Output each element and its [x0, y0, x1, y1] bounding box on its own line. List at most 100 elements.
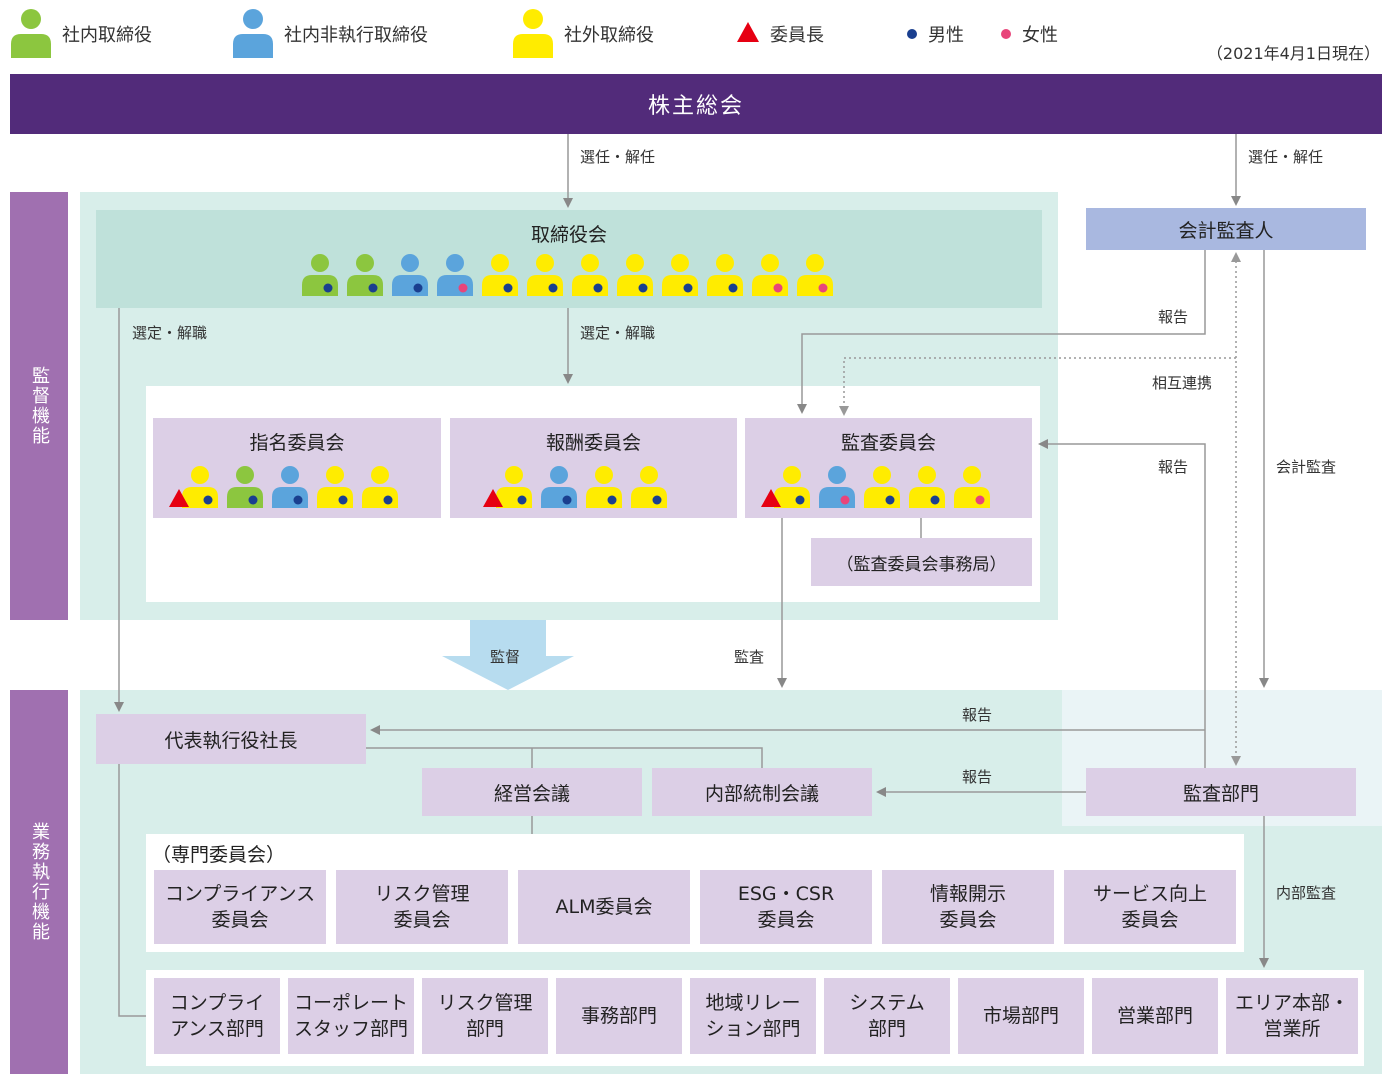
person-yellow-icon: [525, 252, 565, 296]
dept-risk: リスク管理部門: [422, 978, 548, 1054]
dotted-to-audit-committee: [843, 357, 1236, 412]
dept-line: コンプライ: [169, 992, 265, 1014]
label-mutual: 相互連携: [1152, 374, 1213, 392]
legend-label: 社内非執行取締役: [284, 25, 428, 46]
legend-label: 男性: [928, 25, 964, 46]
board-members: [300, 252, 835, 296]
compensation-members: [483, 464, 669, 508]
person-blue-icon: [270, 464, 310, 508]
person-blue-icon: [390, 252, 430, 296]
ceo-box: 代表執行役社長: [96, 714, 366, 764]
person-yellow-icon: [570, 252, 610, 296]
dept-market: 市場部門: [958, 978, 1084, 1054]
person-yellow-icon: [480, 252, 520, 296]
dept-line: スタッフ部門: [293, 1018, 408, 1040]
dept-line: システム: [849, 992, 925, 1014]
dept-corporate-staff: コーポレートスタッフ部門: [288, 978, 414, 1054]
audit-department: 監査部門: [1086, 768, 1356, 816]
committee-line: リスク管理: [374, 883, 470, 905]
dept-line: 部門: [867, 1018, 906, 1040]
person-yellow-icon: [512, 6, 554, 63]
audit-members: [761, 464, 992, 508]
committee-line: 委員会: [939, 909, 997, 931]
as-of-date: （2021年4月1日現在）: [1206, 44, 1380, 63]
person-yellow-icon: [761, 464, 812, 508]
label-internal-audit: 内部監査: [1276, 884, 1337, 902]
label-accounting-audit: 会計監査: [1276, 458, 1337, 476]
person-yellow-icon: [315, 464, 355, 508]
person-yellow-icon: [584, 464, 624, 508]
person-green-icon: [225, 464, 265, 508]
legend-label: 社外取締役: [564, 25, 654, 46]
person-blue-icon: [435, 252, 475, 296]
person-yellow-icon: [483, 464, 534, 508]
dept-line: アンス部門: [170, 1018, 264, 1040]
person-blue-icon: [539, 464, 579, 508]
legend-non-exec-director: 社内非執行取締役: [232, 8, 428, 60]
legend-outside-director: 社外取締役: [512, 8, 654, 60]
dept-sales: 営業部門: [1092, 978, 1218, 1054]
committee-risk: リスク管理委員会: [336, 870, 508, 944]
label-supervise: 監督: [490, 648, 521, 666]
dept-system: システム部門: [824, 978, 950, 1054]
dept-line: ション部門: [705, 1018, 801, 1040]
person-yellow-icon: [169, 464, 220, 508]
legend-label: 女性: [1022, 25, 1058, 46]
person-yellow-icon: [705, 252, 745, 296]
person-yellow-icon: [750, 252, 790, 296]
committee-line: 委員会: [393, 909, 451, 931]
special-committees-label: （専門委員会）: [152, 844, 286, 866]
dept-line: 営業部門: [1116, 1005, 1193, 1027]
dept-line: 市場部門: [982, 1005, 1059, 1027]
person-yellow-icon: [660, 252, 700, 296]
committee-line: コンプライアンス: [164, 883, 316, 905]
committee-line: ALM委員会: [555, 896, 653, 918]
audit-committee-title: 監査委員会: [840, 432, 936, 454]
committee-line: ESG・CSR: [737, 883, 835, 905]
legend-internal-director: 社内取締役: [10, 8, 152, 60]
dept-regional-relations: 地域リレーション部門: [690, 978, 816, 1054]
person-yellow-icon: [360, 464, 400, 508]
special-committee-area: [146, 834, 1244, 952]
dept-line: リスク管理: [437, 992, 533, 1014]
committee-compliance: コンプライアンス委員会: [154, 870, 326, 944]
line-ceo-departments: [118, 764, 146, 1017]
arrow-report-auditor: [797, 250, 1206, 414]
person-blue-icon: [817, 464, 857, 508]
person-green-icon: [10, 6, 52, 63]
committee-line: 情報開示: [929, 883, 1006, 905]
female-dot-icon: [1000, 24, 1012, 45]
person-yellow-icon: [795, 252, 835, 296]
person-yellow-icon: [907, 464, 947, 508]
label-report-internal-control: 報告: [962, 768, 993, 786]
committee-line: 委員会: [1121, 909, 1179, 931]
label-elect-board: 選任・解任: [580, 148, 656, 166]
committee-line: サービス向上: [1092, 883, 1207, 905]
dept-line: 部門: [465, 1018, 504, 1040]
dept-compliance: コンプライアンス部門: [154, 978, 280, 1054]
board-of-directors: 取締役会: [96, 210, 1042, 308]
person-yellow-icon: [615, 252, 655, 296]
shareholders-meeting: 株主総会: [10, 74, 1382, 134]
committee-service: サービス向上委員会: [1064, 870, 1236, 944]
person-green-icon: [345, 252, 385, 296]
legend-chair: 委員長: [736, 8, 824, 60]
nomination-members: [169, 464, 400, 508]
nomination-committee-title: 指名委員会: [249, 432, 345, 454]
person-green-icon: [300, 252, 340, 296]
person-blue-icon: [232, 6, 274, 63]
label-elect-auditor: 選任・解任: [1248, 148, 1324, 166]
arrow-report-audit-committee: [1038, 439, 1206, 768]
dept-area-hq: エリア本部・営業所: [1226, 978, 1358, 1054]
legend-male: 男性: [906, 8, 964, 60]
side-label-execution: 業務執行機能: [10, 690, 68, 1074]
line-ceo-internal-control: [366, 747, 763, 768]
supervise-arrow: [442, 620, 574, 690]
label-report-audit-committee: 報告: [1158, 458, 1189, 476]
legend-female: 女性: [1000, 8, 1058, 60]
side-label-supervision: 監督機能: [10, 192, 68, 620]
committee-line: 委員会: [211, 909, 269, 931]
dept-operations: 事務部門: [556, 978, 682, 1054]
legend-label: 社内取締役: [62, 25, 152, 46]
